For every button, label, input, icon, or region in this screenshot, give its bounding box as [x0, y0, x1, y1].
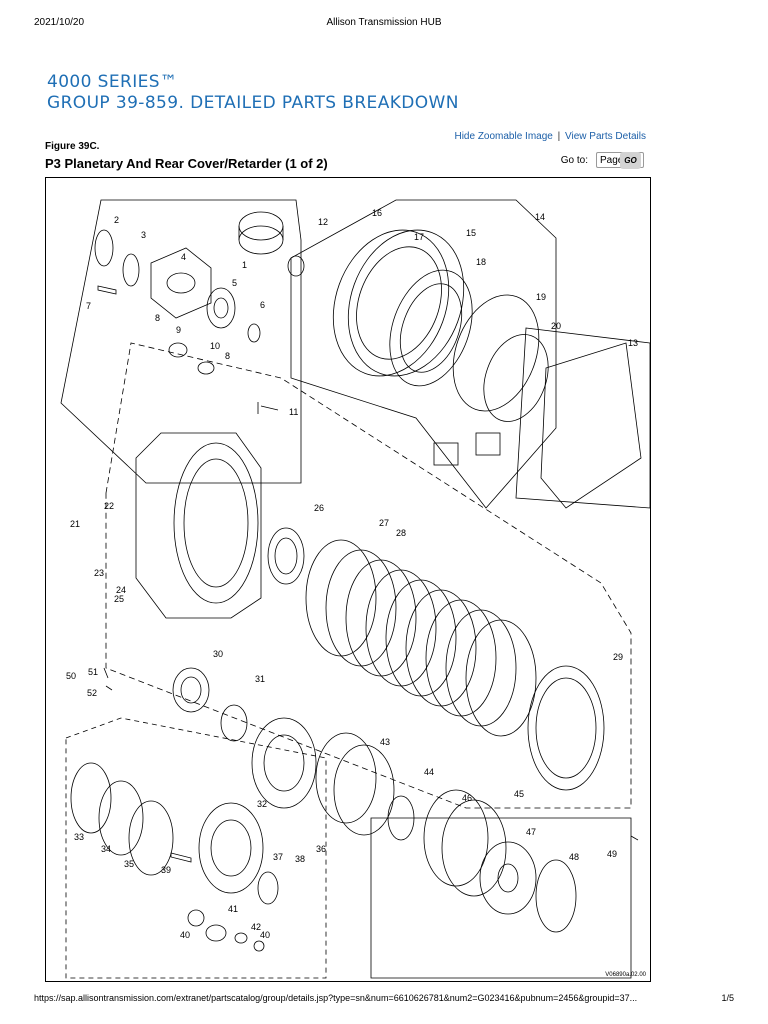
- callout-21: 21: [70, 519, 80, 529]
- callout-17: 17: [414, 232, 424, 242]
- callout-9: 9: [176, 325, 181, 335]
- callout-4: 4: [181, 252, 186, 262]
- callout-20: 20: [551, 321, 561, 331]
- callout-36: 36: [316, 844, 326, 854]
- callout-29: 29: [613, 652, 623, 662]
- callout-39: 39: [161, 865, 171, 875]
- callout-8: 8: [225, 351, 230, 361]
- callout-44: 44: [424, 767, 434, 777]
- callout-50: 50: [66, 671, 76, 681]
- callout-47: 47: [526, 827, 536, 837]
- print-page-number: 1/5: [721, 993, 734, 1003]
- callout-46: 46: [462, 793, 472, 803]
- callout-28: 28: [396, 528, 406, 538]
- callout-12: 12: [318, 217, 328, 227]
- print-url: https://sap.allisontransmission.com/extr…: [34, 993, 638, 1003]
- callout-14: 14: [535, 212, 545, 222]
- callout-41: 41: [228, 904, 238, 914]
- series-title: 4000 SERIES™: [47, 72, 178, 92]
- callout-49: 49: [607, 849, 617, 859]
- figure-label: Figure 39C.: [45, 141, 100, 152]
- go-button[interactable]: GO: [620, 152, 641, 169]
- callout-33: 33: [74, 832, 84, 842]
- callout-6: 6: [260, 300, 265, 310]
- callout-40: 40: [180, 930, 190, 940]
- hide-zoomable-image-link[interactable]: Hide Zoomable Image: [454, 131, 553, 142]
- callout-8: 8: [155, 313, 160, 323]
- callout-45: 45: [514, 789, 524, 799]
- callout-3: 3: [141, 230, 146, 240]
- callout-37: 37: [273, 852, 283, 862]
- callout-30: 30: [213, 649, 223, 659]
- callout-19: 19: [536, 292, 546, 302]
- view-parts-details-link[interactable]: View Parts Details: [565, 131, 646, 142]
- callout-43: 43: [380, 737, 390, 747]
- group-title: GROUP 39-859. DETAILED PARTS BREAKDOWN: [47, 93, 459, 113]
- print-footer: https://sap.allisontransmission.com/extr…: [0, 993, 768, 1009]
- image-links: Hide Zoomable Image | View Parts Details: [454, 131, 646, 142]
- link-separator: |: [557, 131, 561, 142]
- callout-5: 5: [232, 278, 237, 288]
- callout-7: 7: [86, 301, 91, 311]
- callout-42: 42: [251, 922, 261, 932]
- figure-title: P3 Planetary And Rear Cover/Retarder (1 …: [45, 156, 328, 171]
- print-header: 2021/10/20 Allison Transmission HUB: [0, 17, 768, 33]
- callout-34: 34: [101, 844, 111, 854]
- exploded-view-drawing: 1234567891081112131415161718192021222324…: [60, 199, 650, 979]
- callout-38: 38: [295, 854, 305, 864]
- callout-15: 15: [466, 228, 476, 238]
- print-date: 2021/10/20: [34, 17, 85, 28]
- callout-26: 26: [314, 503, 324, 513]
- drawing-code: V06890a.02.00: [605, 972, 646, 978]
- callout-40: 40: [260, 930, 270, 940]
- callout-18: 18: [476, 257, 486, 267]
- goto-label: Go to:: [560, 154, 588, 166]
- callout-23: 23: [94, 568, 104, 578]
- callout-16: 16: [372, 208, 382, 218]
- page-select-value: Page 1: [600, 154, 632, 166]
- print-page-title: Allison Transmission HUB: [326, 17, 442, 28]
- callout-22: 22: [104, 501, 114, 511]
- callout-48: 48: [569, 852, 579, 862]
- callout-24: 24: [116, 585, 126, 595]
- callout-32: 32: [257, 799, 267, 809]
- callout-2: 2: [114, 215, 119, 225]
- callout-27: 27: [379, 518, 389, 528]
- callout-13: 13: [628, 338, 638, 348]
- callout-11: 11: [289, 407, 298, 417]
- callout-10: 10: [210, 341, 220, 351]
- callout-51: 51: [88, 667, 98, 677]
- callout-52: 52: [87, 688, 97, 698]
- callout-31: 31: [255, 674, 265, 684]
- callout-1: 1: [242, 260, 247, 270]
- callout-35: 35: [124, 859, 134, 869]
- callout-25: 25: [114, 594, 124, 604]
